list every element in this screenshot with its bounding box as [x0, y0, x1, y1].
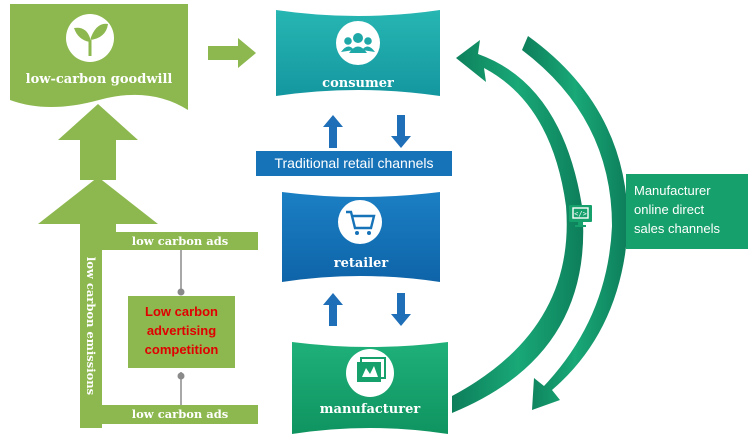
ads-top-bar	[102, 232, 258, 250]
competition-connectors	[177, 250, 185, 405]
consumer-node	[276, 10, 440, 96]
shopping-cart-icon	[346, 210, 376, 235]
consumer-retailer-arrows	[323, 115, 411, 148]
goodwill-label: low-carbon goodwill	[25, 72, 173, 87]
goodwill-to-consumer-arrow	[208, 38, 256, 68]
people-group-icon	[341, 33, 375, 53]
low-carbon-emissions-label: low carbon emissions	[84, 256, 98, 396]
lower-up-arrow	[38, 177, 158, 240]
manufacturer-label: manufacturer	[319, 402, 421, 417]
code-monitor-icon: </>	[572, 207, 589, 227]
online-direct-line-1: Manufacturer	[634, 183, 711, 198]
goodwill-node	[10, 4, 188, 110]
competition-box	[128, 296, 235, 368]
sprout-icon	[74, 23, 108, 56]
low-carbon-emissions-bracket	[80, 226, 258, 428]
low-carbon-ads-bottom-label: low carbon ads	[131, 407, 229, 421]
manufacturer-to-retailer-arrow	[323, 293, 343, 326]
traditional-retail-label: Traditional retail channels	[274, 155, 434, 171]
online-arc-down	[522, 36, 628, 410]
retailer-label: retailer	[333, 256, 389, 271]
retailer-manufacturer-arrows	[323, 293, 411, 326]
online-direct-label: Manufacturer online direct sales channel…	[634, 181, 746, 238]
competition-label: Low carbon advertising competition	[128, 302, 235, 359]
factory-panel-icon	[357, 357, 386, 382]
consumer-to-retailer-arrow	[391, 115, 411, 148]
online-direct-box	[626, 174, 748, 249]
online-arc-up	[452, 40, 584, 413]
online-channel-arcs: </>	[452, 36, 628, 413]
retailer-to-consumer-arrow	[323, 115, 343, 148]
ads-bottom-bar	[102, 405, 258, 424]
traditional-retail-bar	[256, 151, 452, 176]
competition-line-1: Low carbon	[145, 304, 218, 319]
competition-line-3: competition	[144, 342, 219, 357]
upper-up-arrow	[58, 104, 138, 180]
emissions-vertical-bar	[80, 226, 102, 428]
online-direct-line-3: sales channels	[634, 221, 720, 236]
emissions-to-goodwill-arrows	[38, 104, 158, 240]
low-carbon-ads-top-label: low carbon ads	[131, 234, 229, 248]
svg-text:</>: </>	[574, 210, 587, 218]
retailer-node	[282, 192, 440, 282]
retailer-to-manufacturer-arrow	[391, 293, 411, 326]
manufacturer-node	[292, 342, 448, 434]
consumer-label: consumer	[322, 76, 394, 91]
competition-line-2: advertising	[146, 323, 217, 338]
online-direct-line-2: online direct	[634, 202, 705, 217]
